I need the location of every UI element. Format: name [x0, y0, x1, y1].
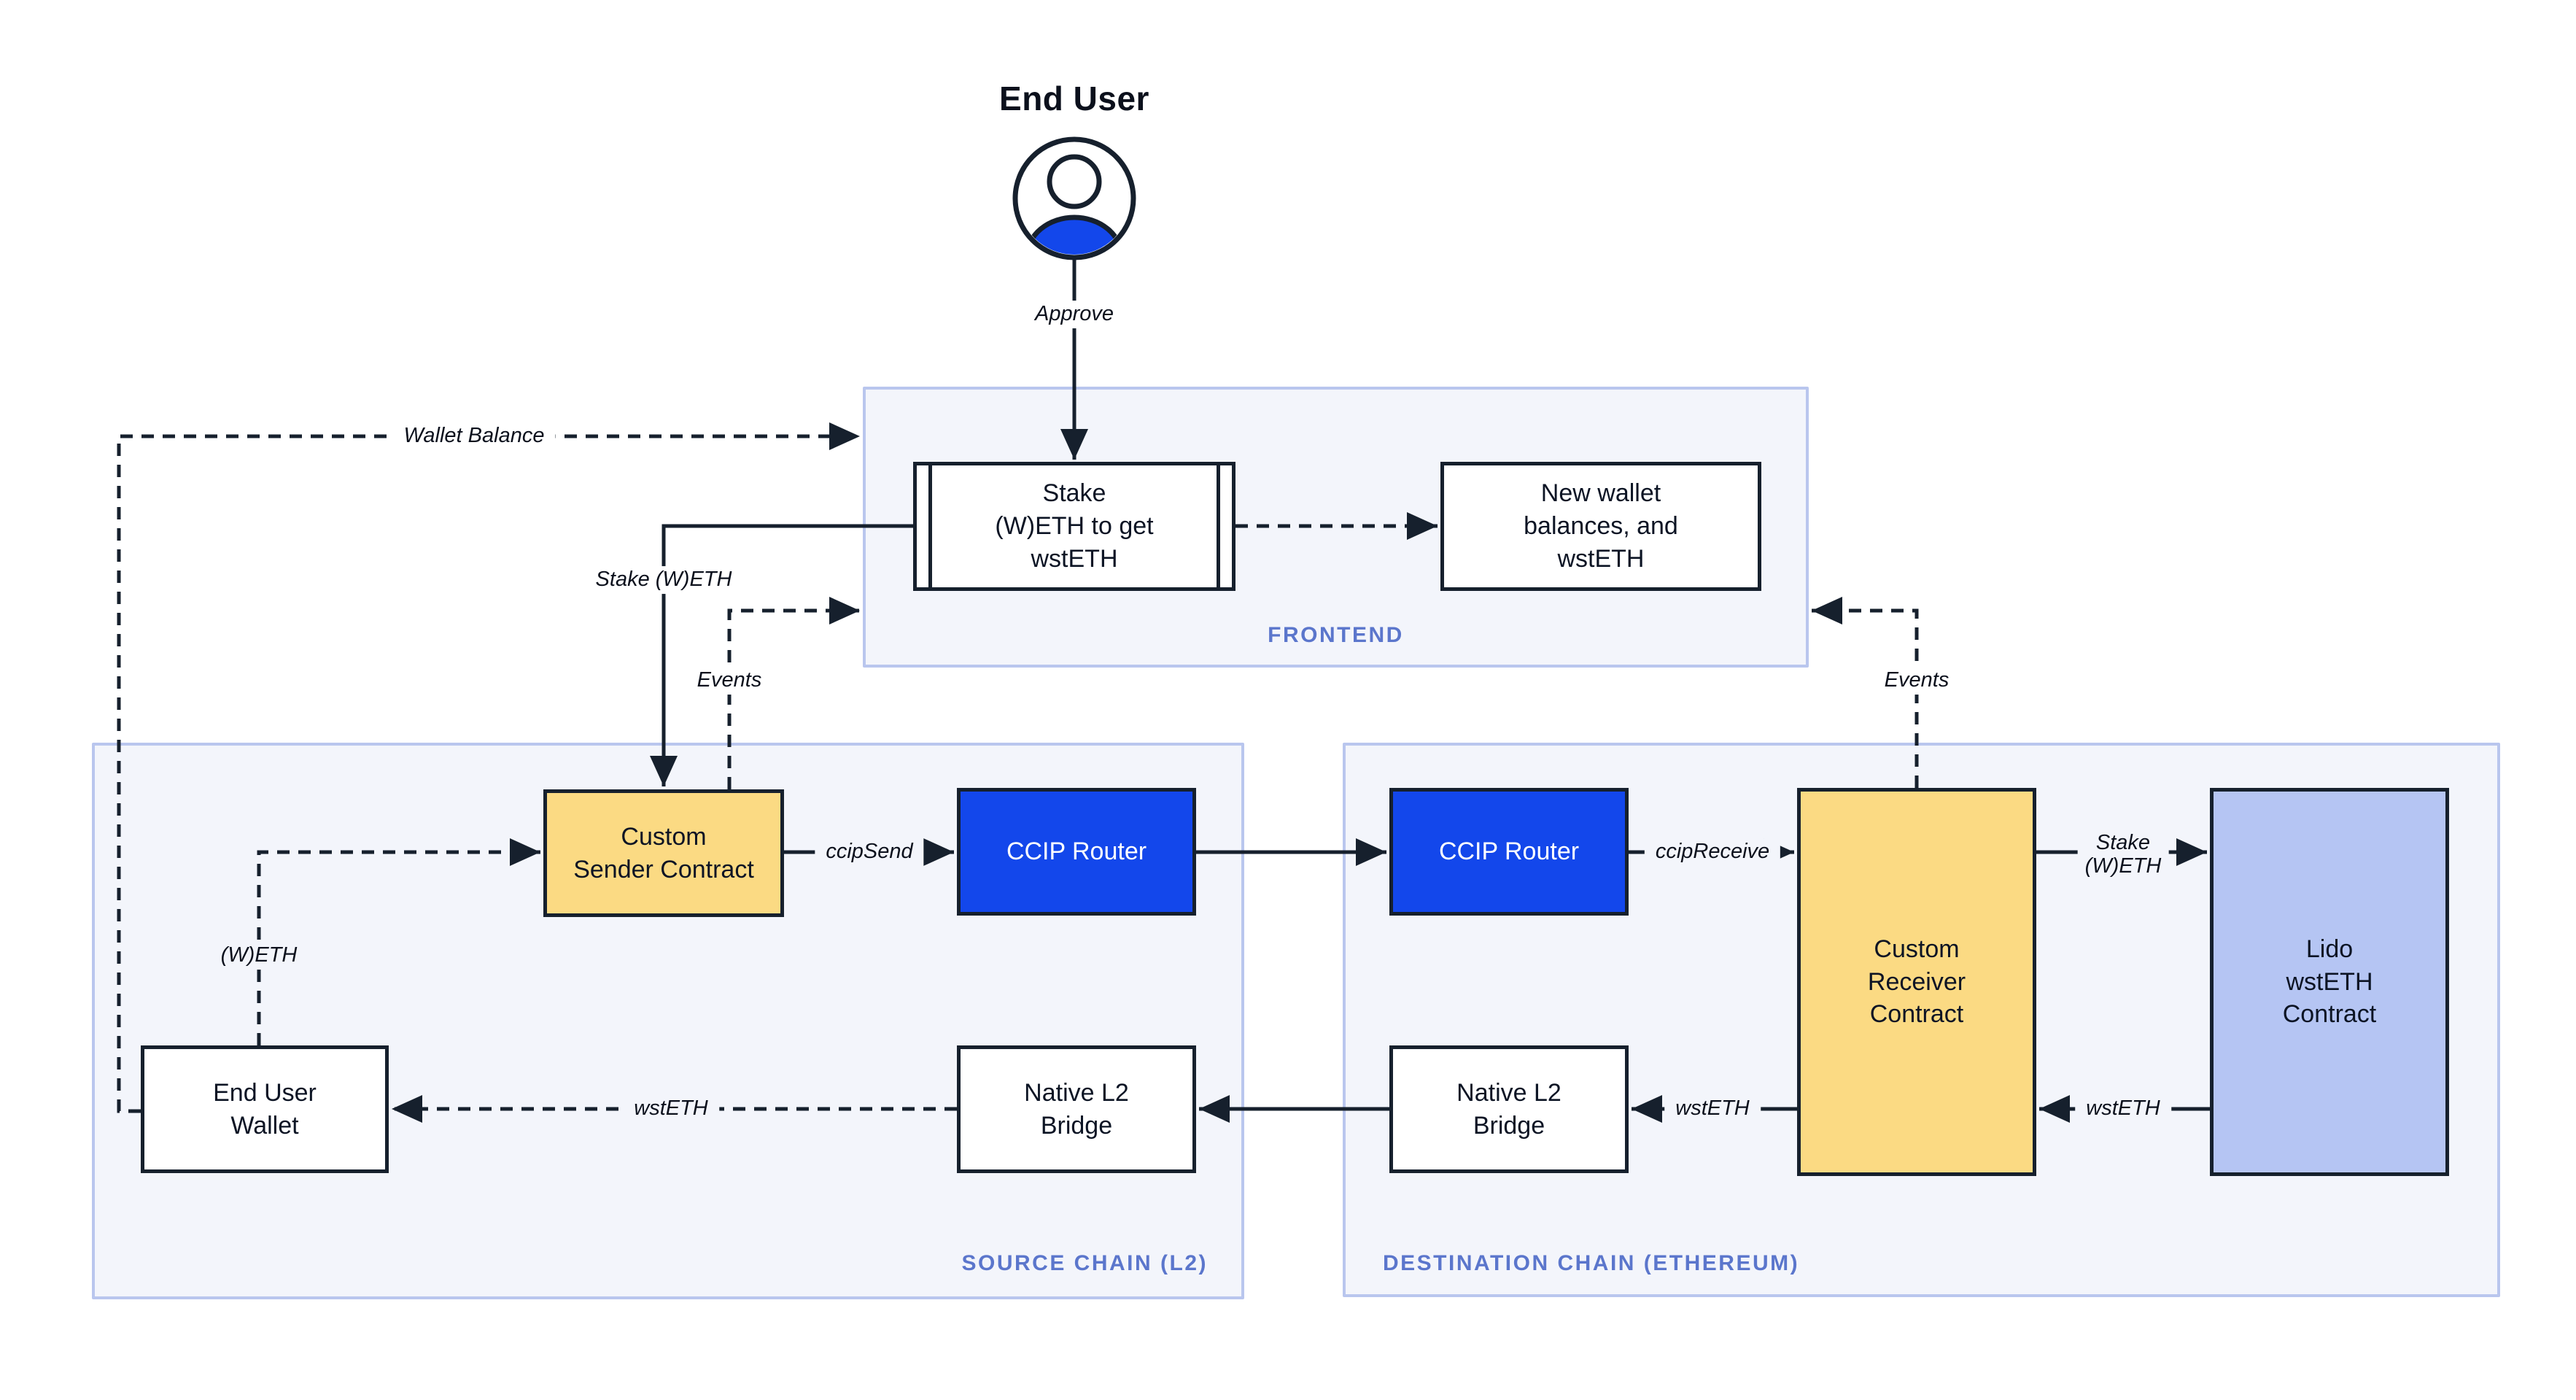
node-label: Custom Receiver Contract: [1867, 935, 1966, 1029]
node-lido-wsteth-contract: Lido wstETH Contract: [2210, 788, 2449, 1176]
edge-events-source: [727, 597, 860, 789]
node-label: Stake (W)ETH to get wstETH: [995, 479, 1154, 573]
node-native-l2-bridge-destination: Native L2 Bridge: [1389, 1045, 1629, 1173]
edge-label-stake-weth-dest: Stake (W)ETH: [2077, 829, 2169, 881]
node-custom-receiver-contract: Custom Receiver Contract: [1797, 788, 2036, 1176]
user-icon: [1012, 136, 1136, 260]
node-new-wallet-balances: New wallet balances, and wstETH: [1440, 462, 1761, 591]
edge-label-ccipreceive: ccipReceive: [1644, 838, 1781, 866]
node-label: CCIP Router: [1438, 838, 1580, 866]
frontend-section-label: FRONTEND: [1268, 623, 1404, 647]
node-label: Native L2 Bridge: [1456, 1078, 1561, 1140]
node-label: CCIP Router: [1006, 838, 1147, 866]
edge-label-wsteth-to-bridge: wstETH: [1664, 1095, 1761, 1123]
edge-label-weth: (W)ETH: [209, 942, 309, 970]
node-label: New wallet balances, and wstETH: [1524, 479, 1678, 573]
edge-label-stake-weth: Stake (W)ETH: [584, 566, 743, 594]
subprocess-bar-left: [928, 465, 932, 587]
node-label: Native L2 Bridge: [1024, 1078, 1129, 1140]
node-stake-ui: Stake (W)ETH to get wstETH: [913, 462, 1235, 591]
node-label: End User Wallet: [213, 1078, 317, 1140]
edge-label-events-destination: Events: [1873, 667, 1960, 695]
subprocess-bar-right: [1217, 465, 1220, 587]
edge-label-approve: Approve: [1023, 301, 1125, 328]
edge-label-wsteth-from-lido: wstETH: [2075, 1095, 2171, 1123]
source-chain-section-label: SOURCE CHAIN (L2): [961, 1251, 1208, 1275]
edge-wallet-balance: [117, 422, 860, 1113]
edge-label-ccipsend: ccipSend: [815, 838, 924, 866]
node-native-l2-bridge-source: Native L2 Bridge: [957, 1045, 1196, 1173]
edge-stake-weth: [650, 524, 913, 786]
destination-chain-section-label: DESTINATION CHAIN (ETHEREUM): [1383, 1251, 1800, 1275]
node-ccip-router-destination: CCIP Router: [1389, 788, 1629, 916]
node-custom-sender-contract: Custom Sender Contract: [543, 789, 784, 917]
node-label: Lido wstETH Contract: [2282, 935, 2377, 1029]
node-end-user-wallet: End User Wallet: [141, 1045, 389, 1173]
node-label: Custom Sender Contract: [573, 822, 754, 883]
edge-weth: [257, 838, 540, 1045]
edge-events-destination: [1812, 597, 1919, 788]
edge-label-wallet-balance: Wallet Balance: [392, 422, 556, 450]
edge-label-events-source: Events: [686, 667, 773, 695]
edge-label-wsteth-to-wallet: wstETH: [623, 1095, 719, 1123]
node-ccip-router-source: CCIP Router: [957, 788, 1196, 916]
end-user-title: End User: [999, 80, 1149, 117]
